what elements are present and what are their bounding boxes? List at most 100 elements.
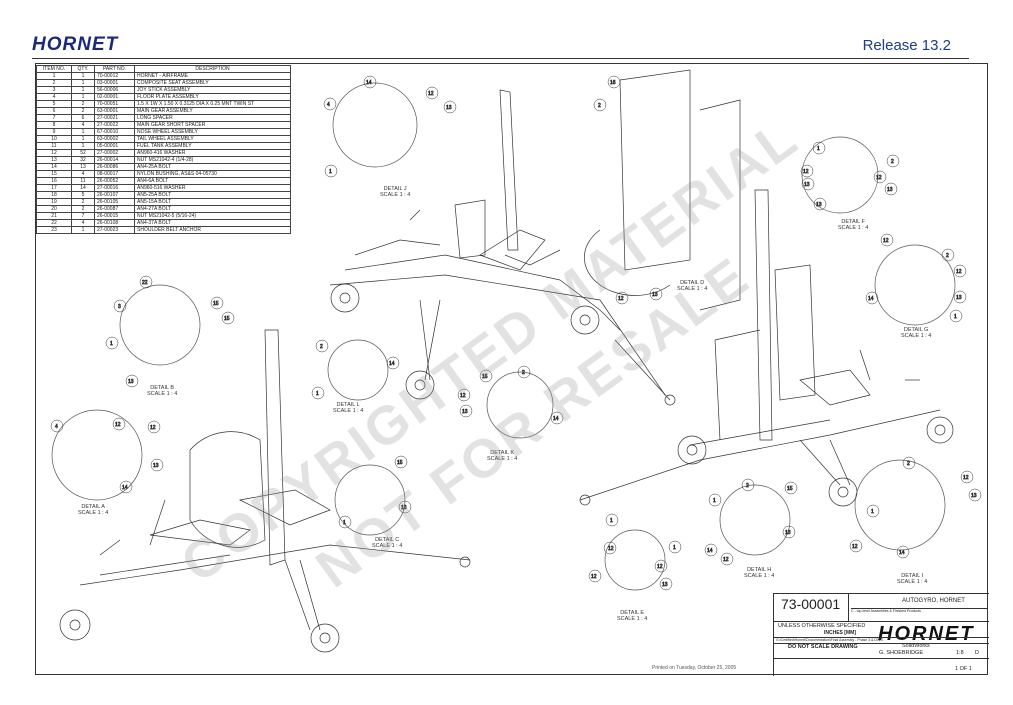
svg-text:2: 2 bbox=[598, 103, 601, 109]
svg-text:14: 14 bbox=[707, 548, 713, 554]
detail-a-name: DETAIL A bbox=[81, 504, 105, 510]
svg-text:13: 13 bbox=[956, 295, 962, 301]
detail-g-scale: SCALE 1 : 4 bbox=[901, 333, 932, 339]
svg-text:15: 15 bbox=[482, 374, 488, 380]
detail-c-scale: SCALE 1 : 4 bbox=[372, 543, 403, 549]
do-not-scale: DO NOT SCALE DRAWING bbox=[788, 644, 858, 650]
header-rule bbox=[32, 58, 969, 59]
svg-text:1: 1 bbox=[316, 391, 319, 397]
svg-text:12: 12 bbox=[883, 238, 889, 244]
svg-text:3: 3 bbox=[118, 304, 121, 310]
drawing-title: AUTOGYRO, HORNET bbox=[902, 598, 965, 604]
svg-text:12: 12 bbox=[963, 475, 969, 481]
svg-text:4: 4 bbox=[55, 424, 58, 430]
detail-d-view bbox=[583, 69, 741, 311]
title-block: 73-00001 AUTOGYRO, HORNET C - top-level … bbox=[773, 593, 989, 676]
units-label: INCHES [MM] bbox=[824, 630, 856, 636]
svg-text:14: 14 bbox=[899, 550, 905, 556]
drawing-rev: D bbox=[975, 650, 979, 656]
svg-text:2: 2 bbox=[320, 344, 323, 350]
svg-text:14: 14 bbox=[868, 296, 874, 302]
detail-b-scale: SCALE 1 : 4 bbox=[147, 391, 178, 397]
detail-a-scale: SCALE 1 : 4 bbox=[78, 510, 109, 516]
file-path: G:\Certified\Hornet\Documentation\Final … bbox=[776, 638, 883, 642]
main-view-top bbox=[329, 89, 676, 406]
svg-text:1: 1 bbox=[343, 520, 346, 526]
svg-text:15: 15 bbox=[787, 486, 793, 492]
svg-text:13: 13 bbox=[652, 292, 658, 298]
title-block-rule2 bbox=[774, 643, 989, 644]
svg-text:12: 12 bbox=[876, 175, 882, 181]
detail-f-scale: SCALE 1 : 4 bbox=[838, 225, 869, 231]
title-block-rule3 bbox=[774, 658, 989, 659]
detail-b-name: DETAIL B bbox=[150, 385, 175, 391]
svg-text:1: 1 bbox=[329, 169, 332, 175]
svg-text:2: 2 bbox=[946, 253, 949, 259]
svg-text:2: 2 bbox=[907, 461, 910, 467]
svg-text:12: 12 bbox=[150, 425, 156, 431]
svg-text:1: 1 bbox=[610, 518, 613, 524]
svg-text:13: 13 bbox=[816, 202, 822, 208]
svg-text:12: 12 bbox=[115, 422, 121, 428]
detail-i-name: DETAIL I bbox=[901, 573, 923, 579]
svg-text:13: 13 bbox=[462, 409, 468, 415]
svg-text:12: 12 bbox=[608, 546, 614, 552]
detail-k-name: DETAIL K bbox=[490, 450, 515, 456]
drawing-sheet-border bbox=[35, 63, 988, 675]
svg-text:13: 13 bbox=[971, 493, 977, 499]
part-number: 73-00001 bbox=[781, 596, 841, 612]
detail-circles bbox=[51, 82, 956, 591]
svg-text:16: 16 bbox=[610, 80, 616, 86]
svg-text:13: 13 bbox=[153, 463, 159, 469]
svg-text:2: 2 bbox=[746, 483, 749, 489]
svg-text:13: 13 bbox=[785, 530, 791, 536]
detail-c-name: DETAIL C bbox=[375, 537, 400, 543]
svg-text:12: 12 bbox=[852, 544, 858, 550]
svg-text:13: 13 bbox=[804, 182, 810, 188]
main-view-bottom-left bbox=[59, 329, 471, 653]
svg-text:12: 12 bbox=[723, 557, 729, 563]
sheet-number: 1 OF 1 bbox=[955, 666, 972, 672]
drawing-scale: 1:8 bbox=[956, 650, 964, 656]
drawn-by: G. SHOEBRIDGE bbox=[879, 650, 924, 656]
detail-g-name: DETAIL G bbox=[903, 327, 929, 333]
svg-text:12: 12 bbox=[618, 296, 624, 302]
svg-text:12: 12 bbox=[460, 393, 466, 399]
svg-text:14: 14 bbox=[389, 361, 395, 367]
detail-k-scale: SCALE 1 : 4 bbox=[487, 456, 518, 462]
svg-text:1: 1 bbox=[871, 509, 874, 515]
svg-text:15: 15 bbox=[397, 460, 403, 466]
bom-description: SHOULDER BELT ANCHOR bbox=[134, 226, 291, 234]
title-block-divider bbox=[848, 594, 849, 621]
detail-j-scale: SCALE 1 : 4 bbox=[380, 192, 411, 198]
svg-text:13: 13 bbox=[401, 505, 407, 511]
title-block-logo: HORNET bbox=[878, 623, 975, 645]
svg-text:1: 1 bbox=[110, 341, 113, 347]
svg-text:12: 12 bbox=[956, 269, 962, 275]
detail-h-name: DETAIL H bbox=[747, 567, 772, 573]
detail-l-scale: SCALE 1 : 4 bbox=[333, 408, 364, 414]
svg-text:14: 14 bbox=[553, 416, 559, 422]
detail-l-name: DETAIL L bbox=[336, 402, 360, 408]
svg-text:14: 14 bbox=[366, 80, 372, 86]
drawing-subtitle: C - top-level Assemblies & Finished Prod… bbox=[851, 608, 987, 613]
title-block-top-row bbox=[774, 594, 989, 622]
software-label: SolidWorks bbox=[902, 643, 930, 649]
